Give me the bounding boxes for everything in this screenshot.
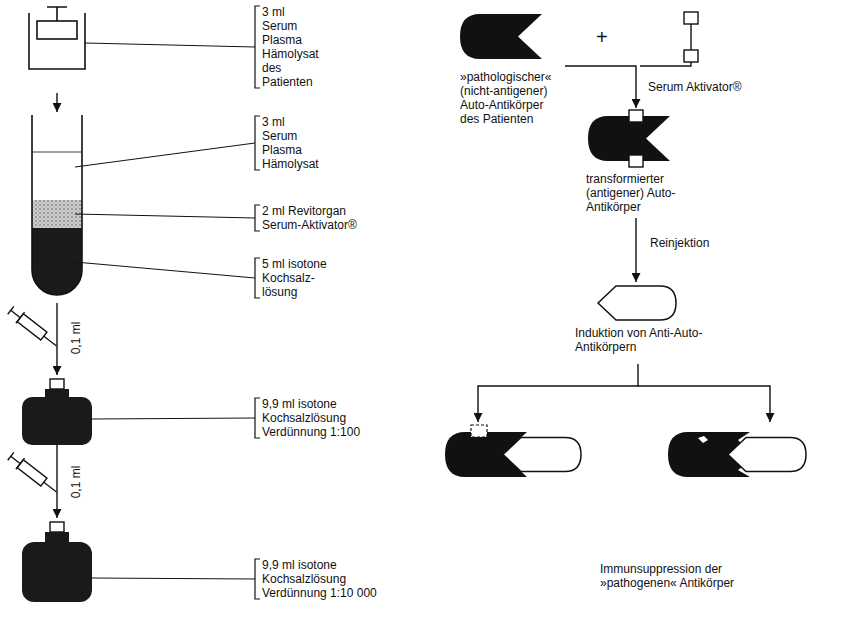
activator-part <box>684 50 698 62</box>
tube-outline <box>32 115 82 295</box>
arrow-label: 0,1 ml <box>69 320 83 357</box>
node-label: 9,9 ml isotone Kochsalzlösung Verdünnung… <box>262 558 382 600</box>
anti-auto-antibody <box>728 438 806 472</box>
node-label: »pathologischer« (nicht-antigener) Auto-… <box>460 70 560 126</box>
syringe-barrel <box>17 314 47 340</box>
anti-auto-antibody: Induktion von Anti-Auto-Antikörpern <box>573 282 707 358</box>
bracket <box>255 205 260 231</box>
merge-line <box>640 62 691 66</box>
node-outline <box>15 112 410 303</box>
antibody-shape <box>588 116 670 161</box>
immune-complex <box>668 432 806 477</box>
leader-line <box>85 43 255 47</box>
serum-level <box>32 152 82 153</box>
vial-neck <box>45 532 69 542</box>
dilution-vial: 9,9 ml isotone Kochsalzlösung Verdünnung… <box>15 518 410 604</box>
saline-layer <box>32 228 82 300</box>
mixing-tube: 3 ml Serum Plasma Hämolysat 2 ml Revitorg… <box>15 112 410 303</box>
leader-line <box>92 578 255 579</box>
plus-sign: + <box>594 26 610 48</box>
antibody-shape <box>460 14 542 59</box>
anti-auto-antibody <box>503 438 581 472</box>
vial-stopper <box>50 379 64 389</box>
activator-part <box>471 425 487 437</box>
bracket <box>255 6 260 88</box>
node-label: 5 ml isotone Kochsalz- lösung <box>262 257 350 299</box>
bracket <box>255 398 260 438</box>
antibody-shape <box>598 286 676 320</box>
leader-line <box>92 418 255 419</box>
transformed-antibody: transformierter (antigener) Auto-Antikör… <box>578 108 694 218</box>
flow-arrow <box>56 445 57 518</box>
branch-arrow <box>638 386 770 422</box>
node-label: 3 ml Serum Plasma Hämolysat <box>262 115 320 171</box>
syringe-barrel <box>17 460 47 486</box>
activator-symbol <box>640 12 698 66</box>
bracket <box>255 116 260 170</box>
pathological-antibody: »pathologischer« (nicht-antigener) Auto-… <box>455 10 565 130</box>
node-outline <box>15 3 410 93</box>
arrow-label: Serum Aktivator® <box>646 80 744 94</box>
syringe <box>6 451 60 498</box>
beaker-outline <box>29 13 85 69</box>
antibody-mark <box>698 436 708 443</box>
activator-layer <box>32 200 82 228</box>
flow-arrow <box>635 218 636 282</box>
vial-neck <box>45 389 69 397</box>
activator-link <box>690 24 691 50</box>
vial-stopper <box>50 522 64 532</box>
node-label: 3 ml Serum Plasma Hämolysat des Patiente… <box>262 5 320 89</box>
bracket <box>255 559 260 599</box>
node-label: 2 ml Revitorgan Serum-Aktivator® <box>262 204 358 232</box>
bracket <box>255 258 260 298</box>
arrow-label: 0,1 ml <box>69 464 83 501</box>
vial-body <box>22 542 92 602</box>
bound-activator <box>629 155 643 167</box>
result-caption: Immunsuppression der »pathogenen« Antikö… <box>598 562 752 590</box>
syringe-needle <box>44 336 57 346</box>
flow-arrow <box>56 93 57 112</box>
flow-arrow <box>565 66 636 108</box>
syringe <box>6 305 60 352</box>
node-label: Induktion von Anti-Auto-Antikörpern <box>575 326 703 354</box>
activator-part <box>684 12 698 24</box>
patient-sample-vessel: 3 ml Serum Plasma Hämolysat des Patiente… <box>15 3 410 93</box>
flow-arrow <box>56 303 57 375</box>
dilution-vial: 9,9 ml isotone Kochsalzlösung Verdünnung… <box>15 375 410 445</box>
arrow-label: Reinjektion <box>648 236 711 250</box>
immune-complex <box>445 425 581 477</box>
plunger-head <box>37 21 77 39</box>
syringe-plunger <box>6 451 24 469</box>
leader-line <box>75 214 255 218</box>
plunger-rod <box>47 7 67 21</box>
bound-activator <box>629 110 643 122</box>
leader-line <box>75 262 255 278</box>
syringe-needle <box>44 482 57 492</box>
vial-body <box>22 397 92 445</box>
syringe-plunger <box>6 305 24 323</box>
node-label: 9,9 ml isotone Kochsalzlösung Verdünnung… <box>262 397 382 439</box>
leader-line <box>75 143 255 167</box>
node-label: transformierter (antigener) Auto-Antikör… <box>586 172 686 214</box>
branch-arrow <box>478 364 638 422</box>
